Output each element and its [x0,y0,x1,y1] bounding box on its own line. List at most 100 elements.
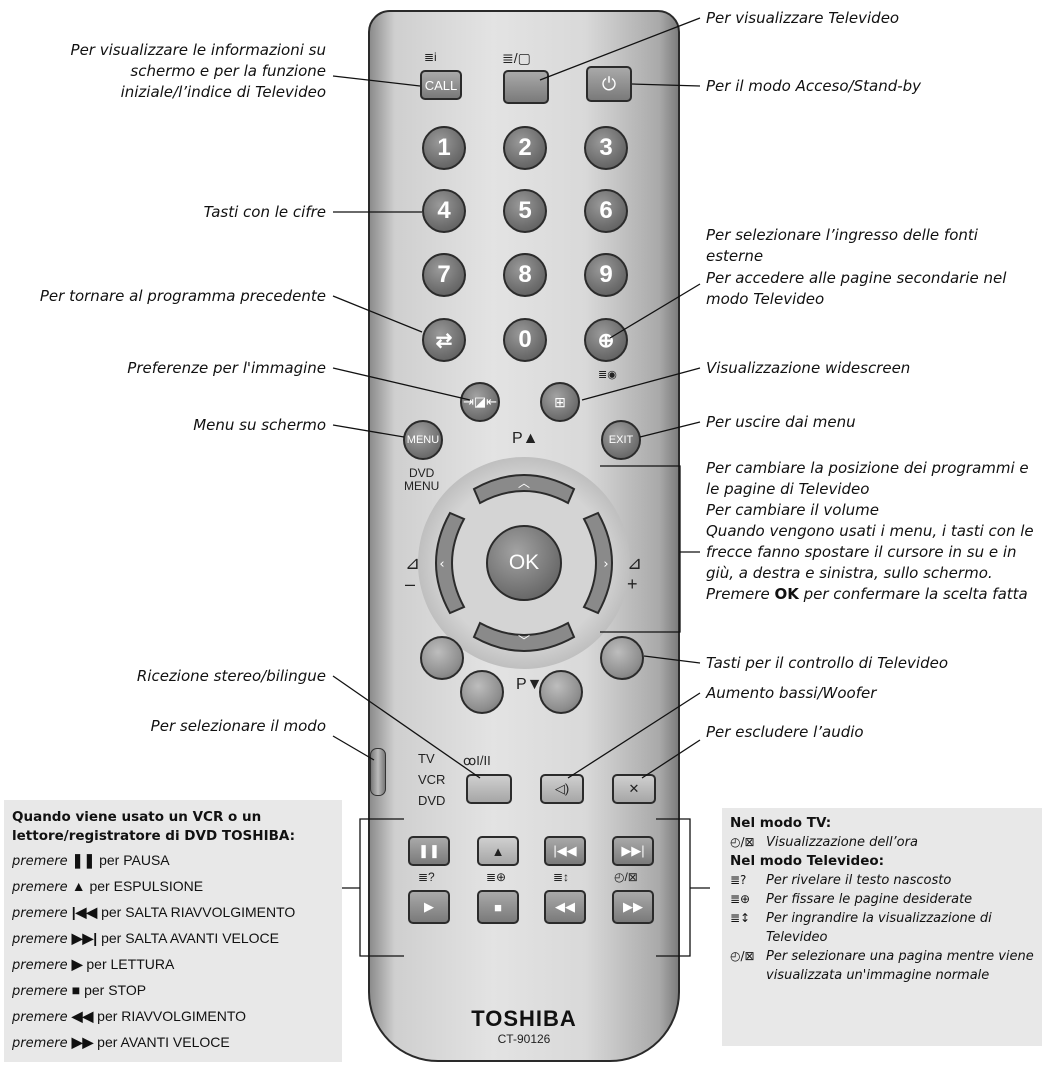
digit-4-button[interactable]: 4 [422,189,466,233]
label-source-2: Per accedere alle pagine secondarie nel … [706,269,1007,308]
teletext-symbol: ≣/▢ [502,50,531,66]
digit-6-button[interactable]: 6 [584,189,628,233]
digit-3-button[interactable]: 3 [584,126,628,170]
digit-1-button[interactable]: 1 [422,126,466,170]
rewind-button[interactable]: ◀◀ [544,890,586,924]
fast-forward-button[interactable]: ▶▶ [612,890,654,924]
hold-text-icon: ≣⊕ [486,870,507,884]
label-stereo: Ricezione stereo/bilingue [136,667,326,685]
stop-button[interactable]: ■ [477,890,519,924]
digit-7-button[interactable]: 7 [422,253,466,297]
tv-mode-title: Nel modo TV: [730,815,832,831]
ok-button[interactable]: OK [486,525,562,601]
digit-2-button[interactable]: 2 [503,126,547,170]
label-nav-arrows: Quando vengono usati i menu, i tasti con… [706,522,1034,603]
transport-symbol: ▶▶| [71,930,102,946]
label-exit: Per uscire dai menu [706,413,856,431]
teletext-symbol: ≣⊕ [730,892,751,906]
previous-programme-button[interactable]: ⇄ [422,318,466,362]
brand-logo: TOSHIBA [471,1006,577,1031]
digit-5-button[interactable]: 5 [503,189,547,233]
eject-button[interactable]: ▲ [477,836,519,866]
digit-0-button[interactable]: 0 [503,318,547,362]
teletext-mode-rows: ≣?Per rivelare il testo nascosto≣⊕Per fi… [730,871,1034,985]
label-source-1: Per selezionare l’ingresso delle fonti e… [706,226,978,265]
label-nav-volume: Per cambiare il volume [706,501,879,519]
text-info-symbol: ≣i [424,50,437,64]
power-icon: ⏻ [601,73,617,94]
digit-8-button[interactable]: 8 [503,253,547,297]
dvd-menu-label: DVD MENU [404,466,440,493]
standby-button[interactable]: ⏻ [586,66,632,102]
teletext-symbol: ≣↕ [730,911,751,925]
play-icon: ▶ [424,899,434,914]
vcr-dvd-row: premere ▶ per LETTURA [12,952,334,978]
label-menu: Menu su schermo [193,416,326,434]
label-mute: Per escludere l’audio [706,723,864,741]
blue-key-button[interactable] [600,636,644,680]
stereo-button[interactable] [466,774,512,804]
speaker-icon: ◁) [554,781,570,796]
fast-forward-icon: ▶▶ [623,899,643,914]
row-text: per STOP [84,982,147,998]
exit-button[interactable]: EXIT [601,420,641,460]
transport-symbol: ■ [71,982,85,998]
vcr-dvd-row: premere ■ per STOP [12,978,334,1004]
call-button[interactable]: CALL [420,70,462,100]
label-picture: Preferenze per l'immagine [127,359,326,377]
press-word: premere [12,906,72,921]
label-info: Per visualizzare le informazioni su sche… [70,41,326,101]
mute-icon: ✕ [628,781,640,796]
transport-symbol: ▶ [71,956,87,972]
widescreen-icon: ⊞ [554,393,566,410]
press-word: premere [12,932,72,947]
down-arrow-button[interactable] [472,621,576,652]
row-text: per SALTA RIAVVOLGIMENTO [101,904,296,920]
skip-back-button[interactable]: |◀◀ [544,836,586,866]
teletext-row: ≣?Per rivelare il testo nascosto [730,871,1034,890]
teletext-row-text: Visualizzazione dell’ora [766,835,918,850]
vcr-dvd-row: premere |◀◀ per SALTA RIAVVOLGIMENTO [12,900,334,926]
teletext-row-text: Per selezionare una pagina mentre viene … [766,949,1034,983]
teletext-row: ≣⊕Per fissare le pagine desiderate [730,890,1034,909]
mute-button[interactable]: ✕ [612,774,656,804]
transport-symbol: ▲ [71,878,90,894]
teletext-symbol: ◴/⊠ [730,835,755,849]
vcr-dvd-row: premere ▲ per ESPULSIONE [12,874,334,900]
digit-9-button[interactable]: 9 [584,253,628,297]
picture-preference-button[interactable]: ⇥◪⇤ [460,382,500,422]
row-text: per AVANTI VELOCE [97,1034,230,1050]
skip-forward-icon: ▶▶| [621,843,645,858]
label-mode: Per selezionare il modo [150,717,326,735]
eject-icon: ▲ [491,843,505,859]
row-text: per PAUSA [99,852,170,868]
yellow-key-button[interactable] [539,670,583,714]
widescreen-button[interactable]: ⊞ [540,382,580,422]
svg-text:︿: ︿ [518,476,530,490]
label-teletext: Per visualizzare Televideo [706,9,900,27]
teletext-symbol: ◴/⊠ [730,949,755,963]
label-digits: Tasti con le cifre [203,203,326,221]
red-key-button[interactable] [420,636,464,680]
source-button[interactable]: ⊕ [584,318,628,362]
size-text-icon: ≣↕ [553,870,570,884]
mode-switch[interactable] [370,748,386,796]
teletext-row-text: Per rivelare il testo nascosto [766,873,952,888]
pause-button[interactable]: ❚❚ [408,836,450,866]
ok-emphasis: OK [774,585,799,603]
volume-up-icon: ⊿+ [627,553,643,594]
play-button[interactable]: ▶ [408,890,450,924]
svg-text:‹: ‹ [439,557,444,572]
bass-button[interactable]: ◁) [540,774,584,804]
left-arrow-button[interactable] [435,511,466,615]
teletext-button[interactable] [503,70,549,104]
green-key-button[interactable] [460,670,504,714]
stereo-label: ꝏI/II [463,753,491,768]
vcr-dvd-row: premere ❚❚ per PAUSA [12,848,334,874]
teletext-row-text: Per ingrandire la visualizzazione di Tel… [766,911,992,945]
skip-forward-button[interactable]: ▶▶| [612,836,654,866]
label-colour-keys: Tasti per il controllo di Televideo [706,654,948,672]
up-arrow-button[interactable] [472,474,576,505]
reveal-text-icon: ≣? [418,870,435,884]
menu-button[interactable]: MENU [403,420,443,460]
